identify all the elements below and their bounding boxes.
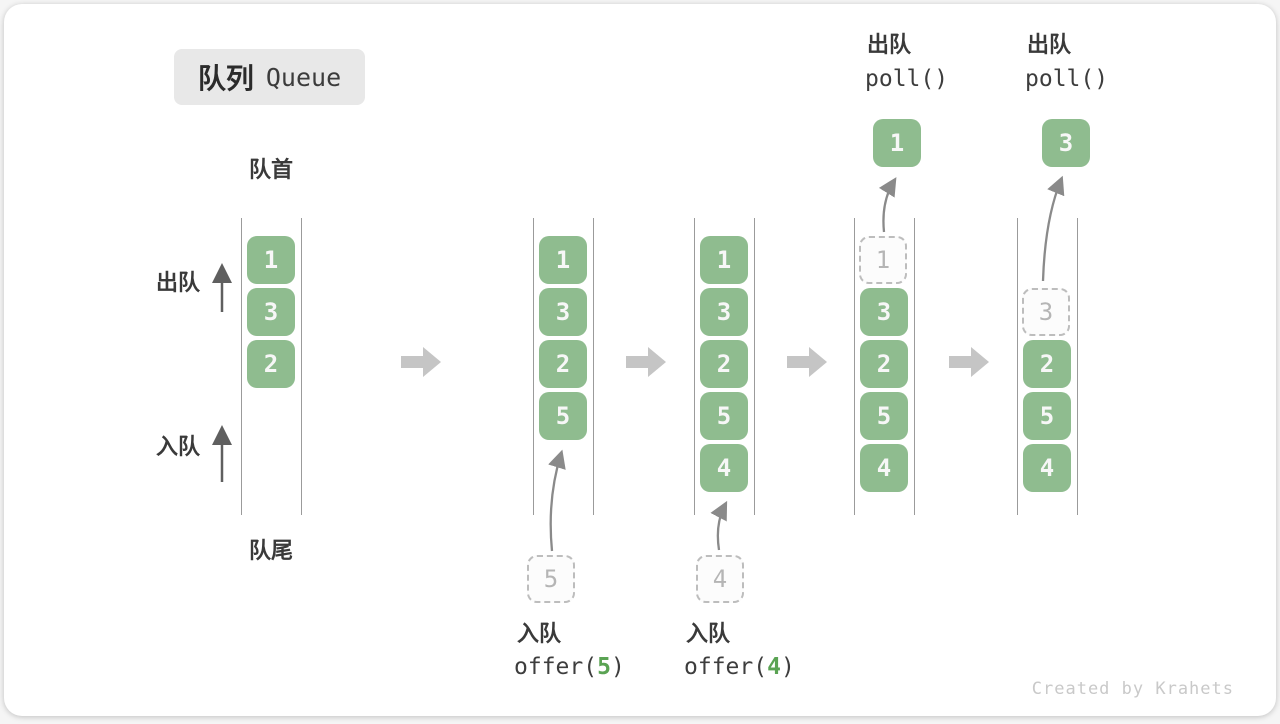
op-offer5-code: offer(5) [514,656,625,679]
queue-item: 3 [247,288,295,336]
queue-item-removed: 1 [859,236,907,284]
offer5-arg: 5 [597,654,611,680]
step-arrow-1 [401,347,441,377]
offer5-fn: offer( [514,654,598,680]
pending-item-4: 4 [696,555,744,603]
watermark: Created by Krahets [1031,679,1234,699]
queue-item: 4 [700,444,748,492]
queue-item: 4 [1023,444,1071,492]
title-box: 队列 Queue [174,49,365,105]
label-enqueue-side: 入队 [156,434,201,459]
queue-item: 5 [700,392,748,440]
arrows-overlay [212,175,1065,552]
step-arrow-2 [626,347,666,377]
label-dequeue-side: 出队 [156,270,201,295]
op-offer4-label: 入队 [686,621,731,646]
popped-item-3: 3 [1042,119,1090,167]
queue-item: 1 [700,236,748,284]
op-poll2-code: poll() [1025,66,1109,92]
step-arrow-4 [949,347,989,377]
queue-item: 3 [539,288,587,336]
queue-item: 2 [700,340,748,388]
op-offer5-label: 入队 [517,621,562,646]
queue-item: 3 [700,288,748,336]
offer4-arg: 4 [767,654,781,680]
queue-item: 4 [860,444,908,492]
queue-item: 1 [247,236,295,284]
offer4-close: ) [780,654,795,680]
pending-item-5: 5 [527,555,575,603]
queue-item: 2 [247,340,295,388]
queue-item: 2 [1023,340,1071,388]
op-poll1-label: 出队 [867,32,912,57]
offer4-fn: offer( [684,654,768,680]
queue-item: 3 [860,288,908,336]
queue-item: 5 [860,392,908,440]
title-zh: 队列 [197,63,254,94]
queue-item: 1 [539,236,587,284]
queue-item: 2 [860,340,908,388]
queue-item-removed: 3 [1022,288,1070,336]
offer5-close: ) [610,654,625,680]
popped-item-1: 1 [873,119,921,167]
op-offer4-code: offer(4) [684,656,795,679]
queue-item: 5 [1023,392,1071,440]
queue-item: 5 [539,392,587,440]
queue-item: 2 [539,340,587,388]
op-poll2-label: 出队 [1027,32,1072,57]
label-queue-front: 队首 [249,157,294,182]
step-arrow-3 [787,347,827,377]
label-queue-rear: 队尾 [249,538,294,563]
op-poll1-code: poll() [865,66,949,92]
title-en: Queue [265,62,342,92]
